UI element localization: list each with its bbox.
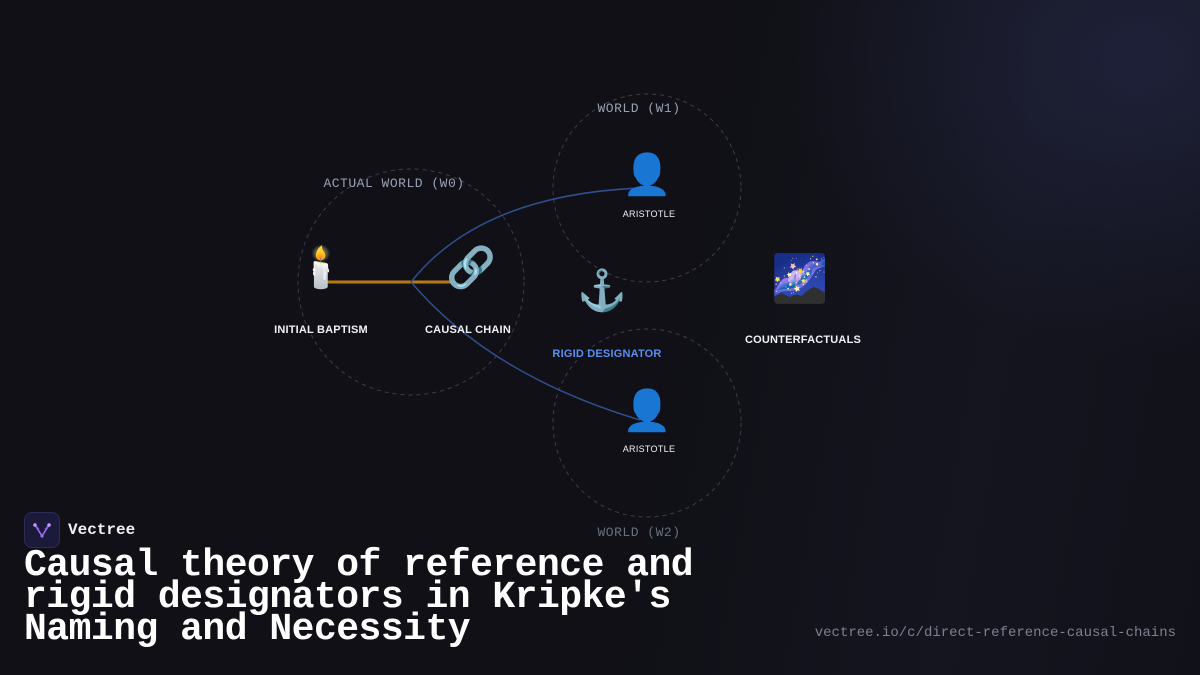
- actual-world-label: ACTUAL WORLD (W0): [323, 176, 465, 191]
- world-w1-circle: [552, 93, 742, 283]
- milky-way-icon: 🌌: [771, 252, 829, 304]
- designation-link-w1: [410, 187, 641, 283]
- link-icon: 🔗: [446, 246, 496, 290]
- brand-name: Vectree: [68, 521, 136, 539]
- counterfactuals-label: COUNTERFACTUALS: [744, 334, 862, 346]
- vectree-logo-icon: [24, 512, 60, 548]
- aristotle-w2-label: ARISTOTLE: [622, 444, 676, 454]
- candle-icon: 🕯️: [296, 246, 346, 290]
- brand[interactable]: Vectree: [24, 512, 135, 548]
- causal-chain-label: CAUSAL CHAIN: [425, 324, 511, 336]
- world-w1-label: WORLD (W1): [597, 101, 681, 116]
- source-url[interactable]: vectree.io/c/direct-reference-causal-cha…: [814, 625, 1176, 641]
- initial-baptism-label: INITIAL BAPTISM: [274, 324, 368, 336]
- actual-world-circle: [297, 168, 525, 396]
- world-w2-circle: [552, 328, 742, 518]
- anchor-icon: ⚓: [577, 269, 627, 313]
- page-title: Causal theory of reference and rigid des…: [24, 544, 694, 651]
- aristotle-w1-label: ARISTOTLE: [622, 209, 676, 219]
- rigid-designator-label: RIGID DESIGNATOR: [552, 348, 662, 360]
- person-icon: 👤: [622, 389, 672, 433]
- designation-link-w2: [410, 281, 641, 421]
- person-icon: 👤: [622, 153, 672, 197]
- world-w2-label: WORLD (W2): [597, 525, 681, 540]
